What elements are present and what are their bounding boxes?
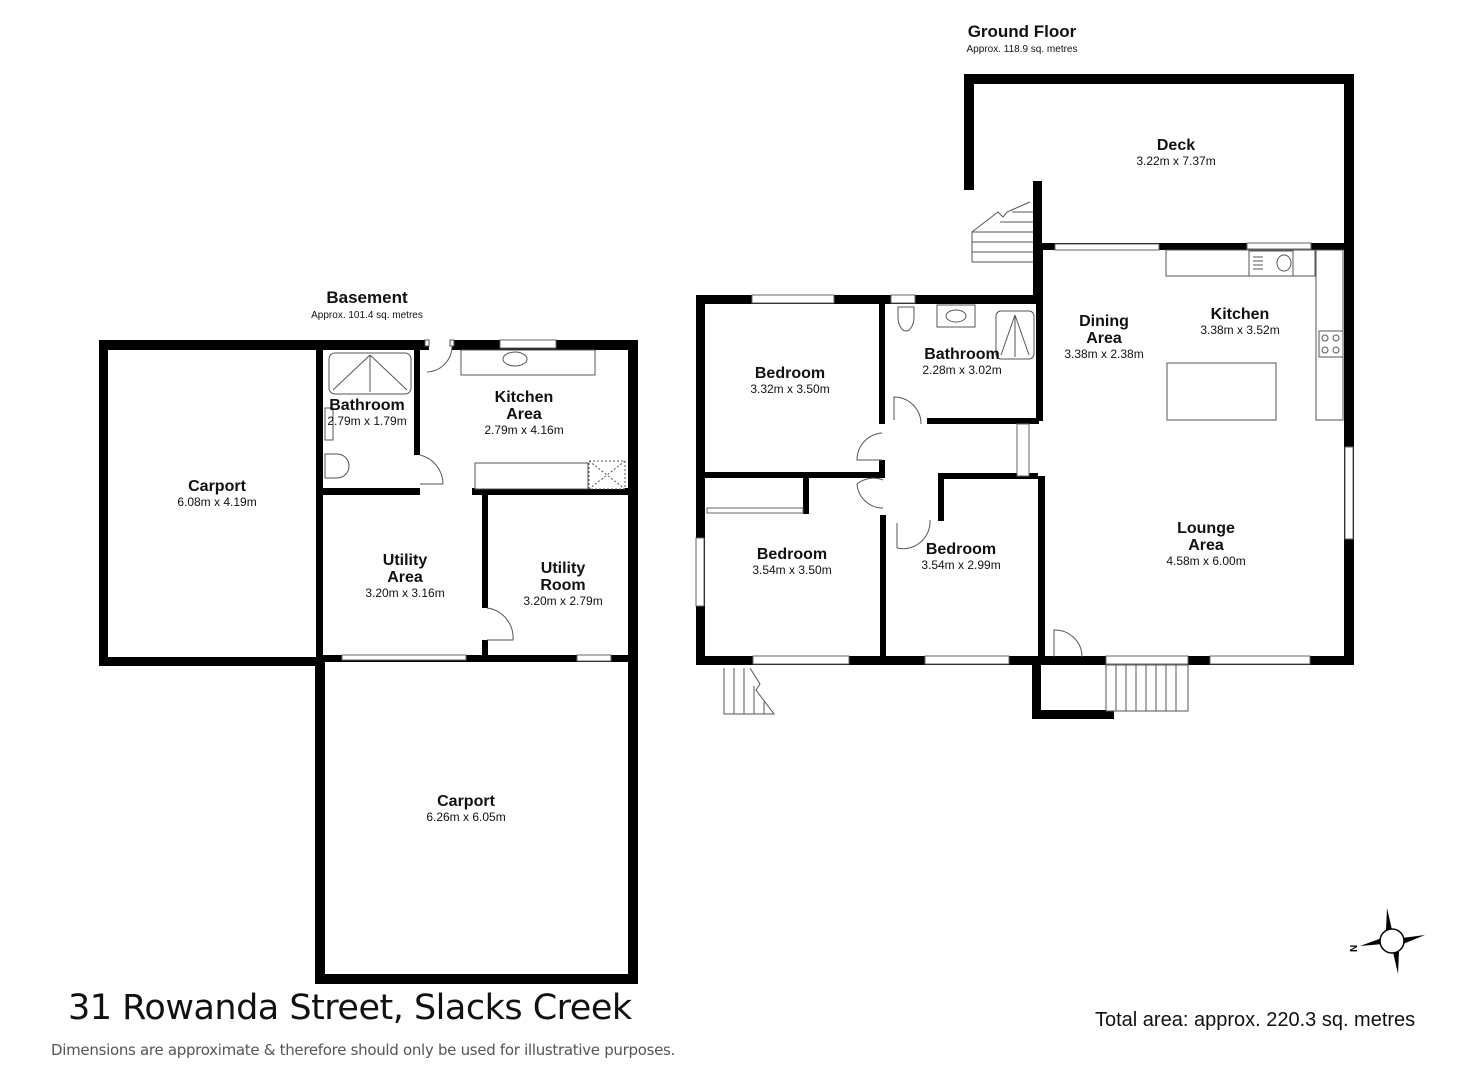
- wall: [696, 295, 1042, 304]
- door: [856, 432, 883, 461]
- ground-floor-title: Ground Floor: [967, 22, 1077, 41]
- window: [890, 294, 916, 304]
- window: [1209, 655, 1311, 665]
- window: [499, 339, 557, 349]
- wall: [482, 490, 488, 608]
- toilet: [324, 453, 350, 479]
- wall: [1036, 243, 1043, 421]
- basement-plan: [99, 339, 638, 984]
- toilet: [897, 306, 915, 332]
- wall: [1032, 710, 1114, 719]
- stairs: [723, 667, 775, 715]
- sliding-door: [1016, 423, 1030, 477]
- wall: [964, 74, 1354, 84]
- room-label-kitchen-area: Kitchen Area 2.79m x 4.16m: [484, 389, 564, 437]
- room-label-bedroom-1: Bedroom 3.32m x 3.50m: [750, 365, 830, 396]
- wardrobe: [706, 507, 804, 514]
- wall: [938, 473, 1038, 479]
- dimensions-disclaimer: Dimensions are approximate & therefore s…: [51, 1041, 676, 1059]
- door: [426, 345, 453, 373]
- room-label-bedroom-3: Bedroom 3.54m x 2.99m: [921, 541, 1001, 572]
- window: [752, 655, 850, 665]
- counter: [474, 462, 589, 490]
- room-label-utility-area: Utility Area 3.20m x 3.16m: [365, 552, 445, 600]
- sink: [502, 351, 528, 367]
- window: [695, 537, 705, 607]
- wall: [472, 488, 632, 495]
- window: [1105, 655, 1189, 665]
- kitchen-island: [1166, 362, 1277, 421]
- stove: [588, 460, 626, 490]
- room-label-ground-bathroom: Bathroom 2.28m x 3.02m: [922, 346, 1002, 377]
- room-label-bedroom-2: Bedroom 3.54m x 3.50m: [752, 546, 832, 577]
- wall: [316, 655, 636, 662]
- wall: [315, 974, 638, 984]
- door: [856, 477, 884, 509]
- room-label-basement-bathroom: Bathroom 2.79m x 1.79m: [327, 397, 407, 428]
- ground-floor-header: Ground Floor Approx. 118.9 sq. metres: [967, 22, 1078, 55]
- window: [924, 655, 1010, 665]
- door: [896, 519, 931, 550]
- wall: [99, 657, 325, 666]
- window: [1344, 446, 1354, 540]
- wall: [879, 460, 885, 475]
- wall: [1033, 181, 1042, 296]
- stairs: [1105, 664, 1189, 712]
- wall: [1032, 656, 1041, 719]
- basement-header: Basement Approx. 101.4 sq. metres: [311, 288, 423, 321]
- wall: [803, 476, 809, 514]
- wall: [938, 473, 944, 521]
- property-address: 31 Rowanda Street, Slacks Creek: [68, 988, 632, 1028]
- counter: [460, 349, 596, 376]
- wall: [414, 350, 420, 455]
- wall: [1038, 476, 1045, 658]
- window: [1054, 243, 1160, 251]
- compass-north-label: N: [1349, 945, 1360, 952]
- room-label-carport-1: Carport 6.08m x 4.19m: [177, 478, 257, 509]
- wall: [99, 340, 108, 666]
- compass-icon: [1360, 908, 1425, 974]
- wall: [696, 295, 705, 665]
- wall: [879, 304, 885, 424]
- cooktop: [1318, 330, 1344, 358]
- room-label-carport-2: Carport 6.26m x 6.05m: [426, 793, 506, 824]
- wall: [1042, 243, 1354, 250]
- total-area: Total area: approx. 220.3 sq. metres: [1095, 1009, 1416, 1031]
- door: [1053, 629, 1083, 658]
- room-label-utility-room: Utility Room 3.20m x 2.79m: [523, 560, 603, 608]
- window: [341, 654, 467, 661]
- wall: [315, 660, 325, 984]
- door: [486, 607, 514, 641]
- wall: [1344, 74, 1354, 252]
- wall: [318, 488, 420, 495]
- window: [1246, 242, 1312, 250]
- window: [751, 294, 835, 304]
- room-label-dining-area: Dining Area 3.38m x 2.38m: [1064, 313, 1144, 361]
- room-label-kitchen: Kitchen 3.38m x 3.52m: [1200, 306, 1280, 337]
- door: [419, 454, 444, 485]
- wall: [482, 640, 488, 660]
- basement-title: Basement: [326, 288, 408, 307]
- window: [576, 654, 612, 662]
- wall: [696, 656, 1354, 665]
- wall: [99, 340, 429, 350]
- wall: [964, 74, 974, 190]
- ground-floor-plan: [695, 74, 1354, 719]
- wall: [316, 340, 323, 662]
- basement-area: Approx. 101.4 sq. metres: [311, 310, 423, 321]
- ground-floor-area: Approx. 118.9 sq. metres: [966, 44, 1078, 55]
- room-label-deck: Deck 3.22m x 7.37m: [1136, 137, 1216, 168]
- wall: [880, 515, 886, 660]
- room-label-lounge-area: Lounge Area 4.58m x 6.00m: [1166, 520, 1246, 568]
- wall: [927, 418, 1039, 424]
- door: [893, 396, 922, 425]
- wall: [700, 472, 885, 478]
- stairs: [971, 201, 1033, 263]
